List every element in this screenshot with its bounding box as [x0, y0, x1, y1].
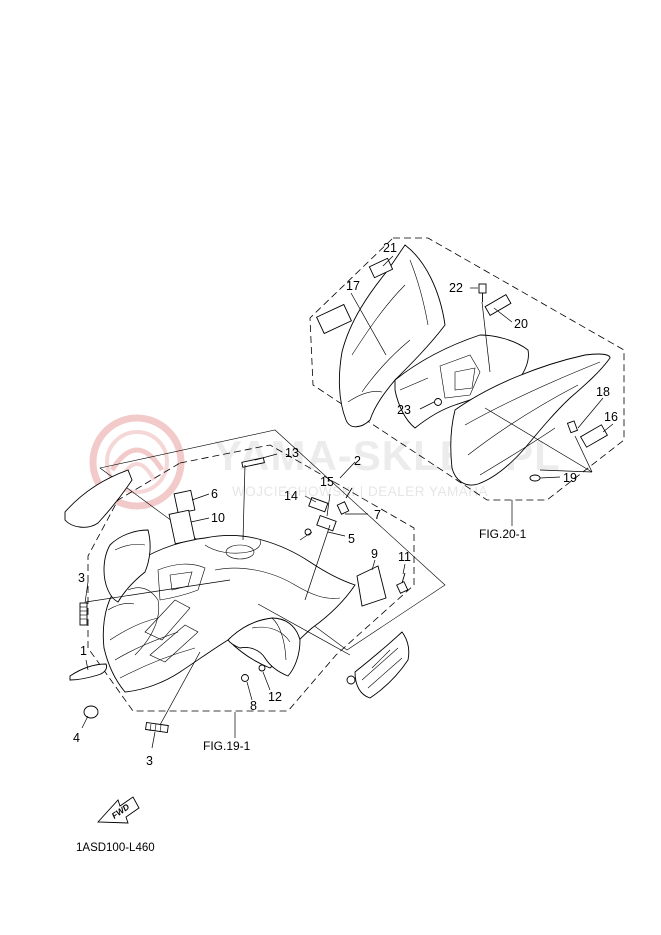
decal-3-lower	[145, 721, 169, 734]
side-decal-panel	[354, 631, 410, 699]
front-fender-group: 13 2 6 10 14 15 7 5 9 11 3 1 12 8 4 3 FI…	[64, 429, 446, 768]
callout-9: 9	[371, 547, 378, 561]
callout-10: 10	[211, 511, 225, 525]
bolt-22	[478, 283, 487, 302]
decal-large-left	[64, 469, 133, 528]
callout-8: 8	[250, 699, 257, 713]
callout-4: 4	[73, 731, 80, 745]
callout-1: 1	[80, 644, 87, 658]
decal-3-upper	[79, 602, 88, 626]
callout-16: 16	[604, 410, 618, 424]
emblem-round	[346, 675, 356, 685]
callout-7: 7	[374, 508, 381, 522]
bolt-18	[566, 420, 579, 434]
fig20-label: FIG.20-1	[479, 527, 527, 541]
nut-12	[258, 664, 266, 672]
callout-21: 21	[383, 241, 397, 255]
callout-22: 22	[449, 281, 463, 295]
callout-3-lower: 3	[146, 754, 153, 768]
yamaha-logo-icon	[89, 414, 185, 510]
clip-19	[529, 474, 541, 482]
callout-17: 17	[346, 279, 360, 293]
callout-11: 11	[398, 550, 411, 564]
decal-21	[368, 257, 394, 279]
watermark-tagline: WOJCIECHOWSKI | DEALER YAMAHA	[232, 484, 488, 499]
callout-2: 2	[354, 454, 361, 468]
fig20-outline	[309, 237, 625, 501]
nut-8	[241, 674, 249, 682]
front-fender-left-flare	[103, 529, 151, 603]
callout-3-upper: 3	[78, 571, 85, 585]
bolt-11	[396, 572, 409, 594]
nut-23	[434, 398, 442, 406]
decal-20	[484, 294, 512, 316]
decal-14	[308, 496, 329, 513]
plug-4	[83, 705, 99, 719]
diagram-code: 1ASD100-L460	[76, 842, 155, 854]
fig19-outline	[87, 444, 415, 712]
emblem-1	[69, 663, 108, 681]
callout-12: 12	[268, 690, 282, 704]
callout-19: 19	[563, 471, 577, 485]
decal-13	[241, 457, 265, 468]
decal-9	[356, 565, 387, 607]
decal-6	[173, 489, 196, 514]
decal-16	[579, 424, 609, 448]
callout-15: 15	[320, 475, 334, 489]
decal-17	[316, 303, 352, 335]
callout-14: 14	[284, 489, 298, 503]
fig19-label: FIG.19-1	[203, 739, 251, 753]
callout-20: 20	[514, 317, 528, 331]
bolt-7	[336, 487, 353, 515]
rear-fender-group: 21 17 22 20 23 18 16 19 FIG.20-1	[309, 237, 625, 541]
decal-10	[168, 509, 196, 545]
nut-5	[304, 528, 312, 536]
callout-6: 6	[211, 487, 218, 501]
callout-13: 13	[285, 446, 299, 460]
rear-fender-left	[338, 244, 446, 428]
rear-fender-right	[450, 353, 611, 486]
decal-15	[316, 514, 337, 532]
front-fender-body	[102, 535, 356, 693]
callout-23: 23	[397, 403, 411, 417]
forward-arrow-icon: FWD	[97, 796, 140, 824]
callout-18: 18	[596, 385, 610, 399]
callout-5: 5	[348, 532, 355, 546]
